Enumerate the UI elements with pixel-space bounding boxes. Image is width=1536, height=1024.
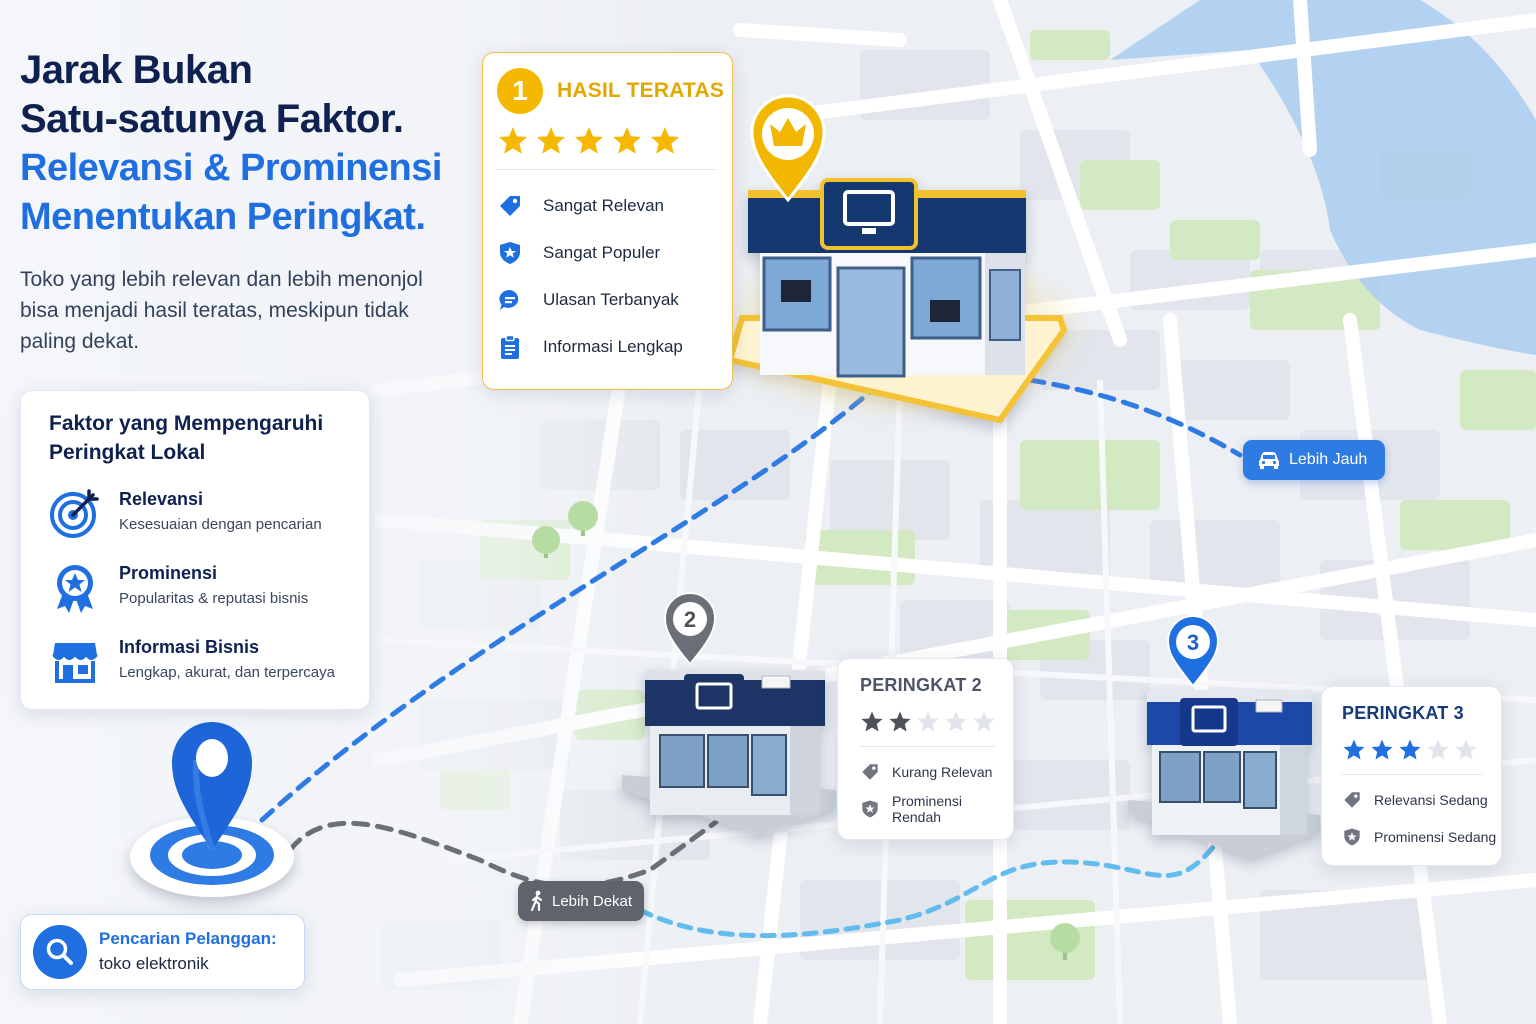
headline-line-3: Relevansi & Prominensi — [20, 147, 442, 189]
star-filled-icon — [499, 127, 527, 154]
svg-text:3: 3 — [1187, 630, 1199, 655]
feature-item: Relevansi Sedang — [1342, 781, 1501, 818]
feature-item: Kurang Relevan — [860, 753, 1013, 790]
svg-text:2: 2 — [684, 607, 696, 632]
divider — [860, 746, 995, 747]
star-rating — [860, 710, 1013, 734]
headline: Jarak Bukan Satu-satunya Faktor. Relevan… — [20, 46, 470, 242]
feature-item: Informasi Lengkap — [497, 323, 732, 370]
star-filled-icon — [889, 711, 911, 732]
award-badge-icon — [57, 565, 93, 613]
route-blue-far — [259, 389, 873, 823]
pin-rank-1 — [750, 94, 826, 203]
divider — [497, 169, 716, 170]
star-empty-icon — [1455, 739, 1477, 760]
factor-name: Prominensi — [119, 563, 218, 583]
feature-label: Ulasan Terbanyak — [543, 289, 679, 309]
star-filled-icon — [1343, 739, 1365, 760]
factor-name: Informasi Bisnis — [119, 637, 260, 657]
pin-rank-3: 3 — [1166, 615, 1220, 688]
walking-person-icon — [530, 890, 543, 912]
factors-title: Faktor yang Mempengaruhi Peringkat Lokal — [49, 412, 324, 464]
factor-name: Relevansi — [119, 489, 204, 509]
star-filled-icon — [537, 127, 565, 154]
chat-bubble-icon — [499, 289, 519, 310]
star-filled-icon — [861, 711, 883, 732]
factor-prominence: Prominensi Popularitas & reputasi bisnis — [49, 561, 341, 635]
target-icon — [50, 489, 99, 538]
factor-desc: Kesesuaian dengan pencarian — [119, 516, 322, 533]
feature-item: Prominensi Sedang — [1342, 818, 1501, 855]
feature-label: Sangat Populer — [543, 242, 661, 262]
customer-search-box[interactable]: Pencarian Pelanggan: toko elektronik — [20, 914, 305, 990]
feature-label: Prominensi Sedang — [1374, 828, 1497, 845]
headline-line-2: Satu-satunya Faktor. — [20, 97, 404, 141]
feature-item: Sangat Populer — [497, 229, 732, 276]
route-lightblue — [637, 843, 1217, 939]
star-empty-icon — [1427, 739, 1449, 760]
crown-icon — [770, 118, 806, 146]
feature-label: Prominensi Rendah — [892, 792, 963, 825]
star-filled-icon — [613, 127, 641, 154]
shop-rank-2 — [622, 670, 836, 835]
car-icon — [1259, 452, 1279, 469]
search-label: Pencarian Pelanggan: — [99, 929, 277, 948]
feature-label: Relevansi Sedang — [1374, 791, 1488, 808]
headline-line-4: Menentukan Peringkat. — [20, 196, 426, 238]
search-query: toko elektronik — [99, 954, 209, 973]
tag-icon — [862, 763, 878, 780]
route-label-closer: Lebih Dekat — [518, 881, 644, 921]
feature-item: Sangat Relevan — [497, 182, 732, 229]
feature-label: Kurang Relevan — [892, 763, 993, 780]
feature-label: Sangat Relevan — [543, 195, 664, 215]
rank-title: PERINGKAT 2 — [860, 675, 982, 695]
factors-card: Faktor yang Mempengaruhi Peringkat Lokal… — [20, 390, 370, 710]
shield-star-icon — [500, 241, 520, 264]
rank-2-card[interactable]: PERINGKAT 2 Kurang Relevan Prominensi Re… — [837, 658, 1014, 840]
shield-star-icon — [1344, 828, 1360, 845]
user-location-pin — [130, 722, 294, 897]
star-rating — [497, 125, 732, 157]
storefront-icon — [52, 643, 98, 683]
star-empty-icon — [973, 711, 995, 732]
shop-rank-3 — [1128, 690, 1320, 858]
factor-relevance: Relevansi Kesesuaian dengan pencarian — [49, 487, 341, 561]
tree-icon — [532, 501, 1080, 960]
star-rating — [1342, 738, 1501, 762]
intro-text: Toko yang lebih relevan dan lebih menonj… — [20, 268, 423, 353]
factor-desc: Popularitas & reputasi bisnis — [119, 590, 309, 607]
pin-rank-2: 2 — [663, 592, 717, 666]
factor-desc: Lengkap, akurat, dan terpercaya — [119, 664, 335, 681]
tag-icon — [1344, 791, 1360, 808]
tag-icon — [500, 195, 520, 216]
star-filled-icon — [1399, 739, 1421, 760]
rank-3-card[interactable]: PERINGKAT 3 Relevansi Sedang Prominensi … — [1321, 686, 1502, 866]
factor-business-info: Informasi Bisnis Lengkap, akurat, dan te… — [49, 635, 341, 709]
divider — [1342, 774, 1483, 775]
clipboard-icon — [501, 334, 519, 359]
feature-item: Prominensi Rendah — [860, 790, 1013, 827]
route-label-text: Lebih Jauh — [1289, 451, 1368, 468]
star-filled-icon — [575, 127, 603, 154]
search-icon — [33, 925, 87, 979]
top-result-title: HASIL TERATAS — [557, 79, 725, 102]
route-label-text: Lebih Dekat — [552, 892, 633, 910]
star-filled-icon — [1371, 739, 1393, 760]
rank-title: PERINGKAT 3 — [1342, 703, 1464, 723]
star-empty-icon — [917, 711, 939, 732]
feature-label: Informasi Lengkap — [543, 336, 683, 356]
shop-rank-1 — [710, 178, 1090, 424]
rank-badge: 1 — [497, 68, 543, 114]
route-blue-right — [1027, 377, 1243, 458]
shield-star-icon — [862, 800, 878, 817]
star-empty-icon — [945, 711, 967, 732]
route-label-farther: Lebih Jauh — [1243, 440, 1385, 480]
feature-item: Ulasan Terbanyak — [497, 276, 732, 323]
top-result-card[interactable]: 1 HASIL TERATAS Sangat Relevan Sangat Po… — [482, 52, 733, 390]
star-filled-icon — [651, 127, 679, 154]
headline-line-1: Jarak Bukan — [20, 48, 253, 92]
